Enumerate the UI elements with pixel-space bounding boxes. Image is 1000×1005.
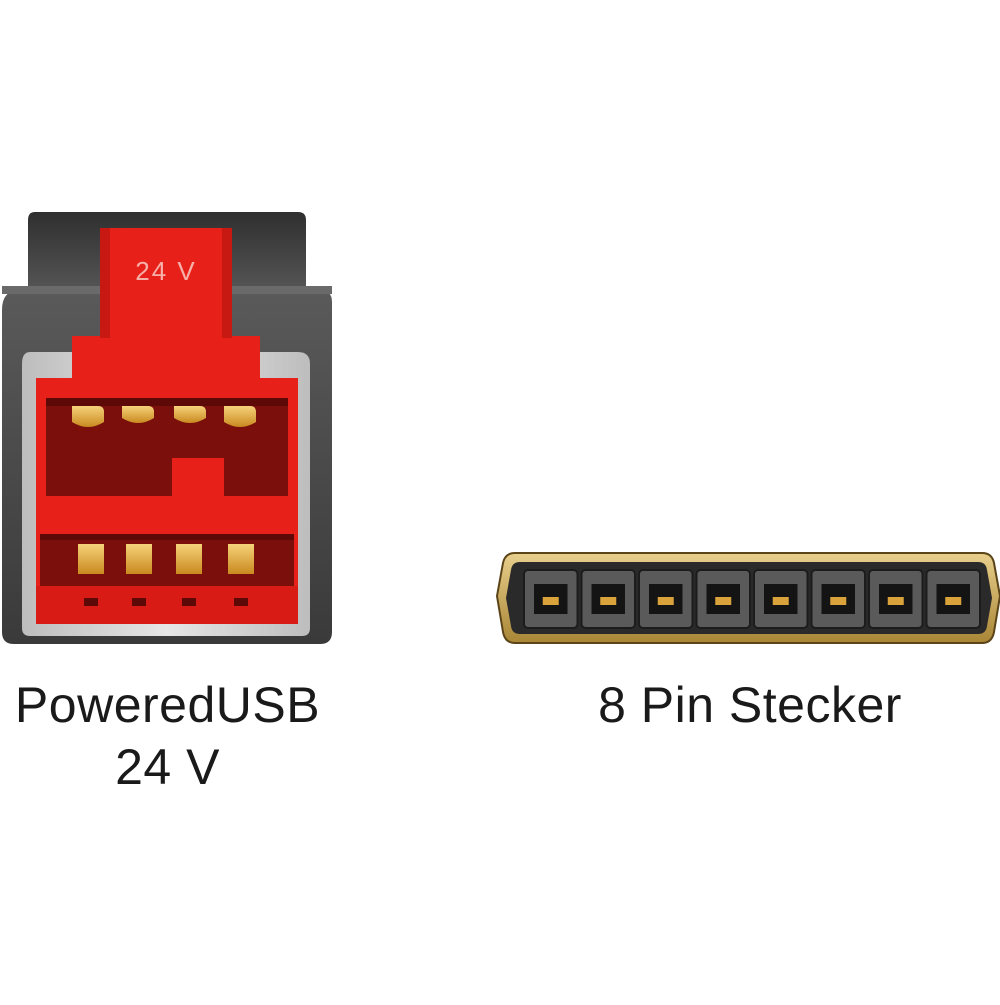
pin-contact bbox=[945, 597, 962, 605]
powered-usb-24v-connector-icon: 24 V bbox=[2, 212, 332, 644]
pin-contact bbox=[715, 597, 732, 605]
pin-contact bbox=[542, 597, 559, 605]
powered-usb-caption: PoweredUSB 24 V bbox=[0, 674, 335, 798]
pin-contact bbox=[830, 597, 847, 605]
8-pin-connector-icon bbox=[495, 552, 1000, 644]
plug-voltage-label: 24 V bbox=[135, 256, 197, 286]
pin-contact bbox=[887, 597, 904, 605]
pin-contact bbox=[772, 597, 789, 605]
pin-contact bbox=[657, 597, 674, 605]
powered-usb-caption-line2: 24 V bbox=[115, 739, 220, 795]
upper-contacts bbox=[72, 406, 256, 427]
lower-contacts bbox=[78, 544, 254, 606]
pin-connector-caption-text: 8 Pin Stecker bbox=[598, 677, 902, 733]
pin-cells bbox=[523, 569, 981, 629]
pin-contact bbox=[600, 597, 617, 605]
pin-connector-caption: 8 Pin Stecker bbox=[500, 674, 1000, 736]
powered-usb-caption-line1: PoweredUSB bbox=[14, 677, 321, 733]
